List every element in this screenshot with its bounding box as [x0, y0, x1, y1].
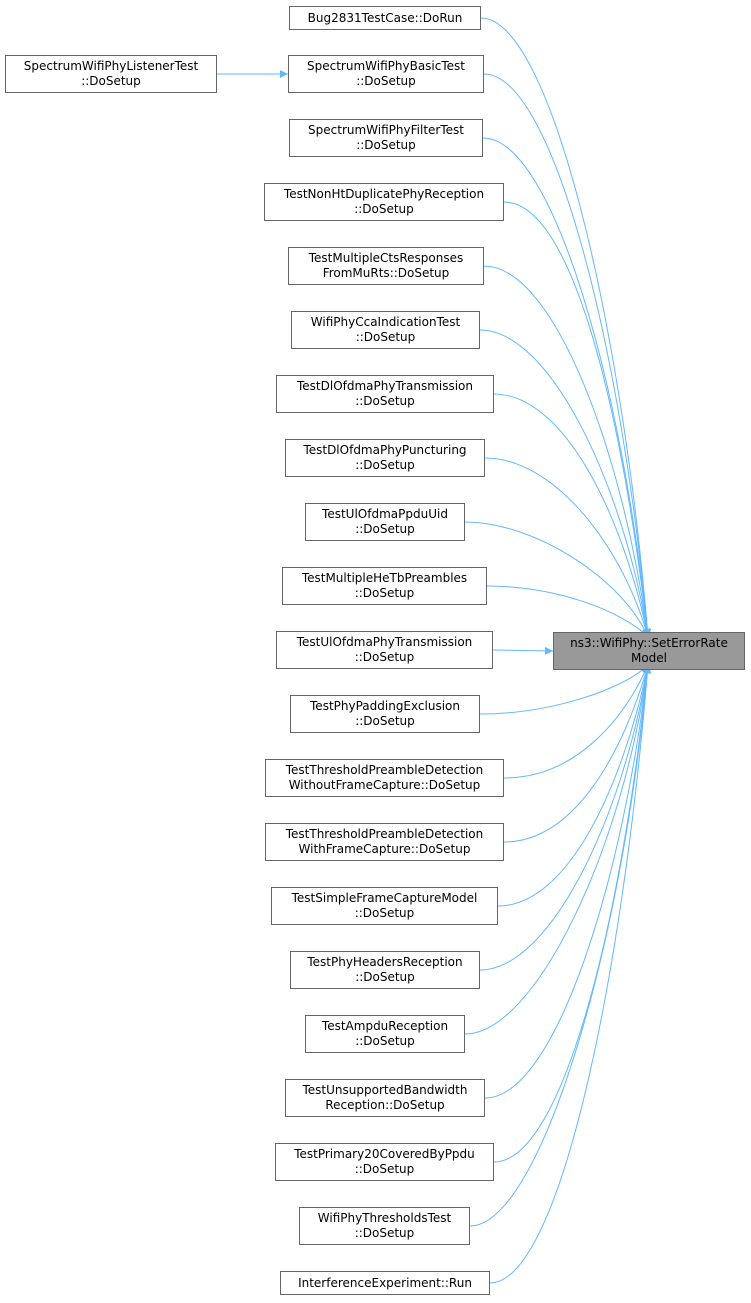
caller-node[interactable]: TestSimpleFrameCaptureModel::DoSetup: [271, 887, 498, 925]
node-label-line: ::DoSetup: [355, 394, 415, 408]
call-edge-n20-to-target: [489, 664, 652, 1284]
node-label-line: WifiPhyThresholdsTest: [317, 1211, 452, 1225]
caller-node[interactable]: InterferenceExperiment::Run: [280, 1271, 490, 1295]
call-edge-n8-to-target: [464, 521, 649, 638]
call-edge-n5-to-target: [479, 329, 651, 638]
node-label-line: ::DoSetup: [355, 1034, 415, 1048]
call-edge-n0-to-target: [480, 17, 652, 638]
caller-node[interactable]: SpectrumWifiPhyListenerTest::DoSetup: [5, 55, 217, 93]
node-label-line: TestSimpleFrameCaptureModel: [291, 891, 478, 905]
call-edge-n19-to-target: [469, 664, 652, 1227]
call-edge-n17-to-target: [484, 664, 652, 1099]
node-label-line: SpectrumWifiPhyFilterTest: [308, 123, 464, 137]
call-edge-n7-to-target: [484, 457, 650, 638]
node-label-line: TestPhyPaddingExclusion: [310, 699, 460, 713]
caller-node[interactable]: TestUlOfdmaPpduUid::DoSetup: [305, 503, 465, 541]
caller-node[interactable]: TestAmpduReception::DoSetup: [305, 1015, 465, 1053]
node-label-line: Reception::DoSetup: [325, 1098, 445, 1112]
call-edge-n6-to-target: [493, 393, 651, 638]
caller-node[interactable]: WifiPhyCcaIndicationTest::DoSetup: [291, 311, 480, 349]
node-label-line: TestUnsupportedBandwidth: [302, 1083, 468, 1097]
node-label-line: InterferenceExperiment::Run: [298, 1275, 472, 1290]
caller-node[interactable]: TestDlOfdmaPhyPuncturing::DoSetup: [285, 439, 485, 477]
node-label-line: WithFrameCapture::DoSetup: [298, 842, 471, 856]
node-label-line: ::DoSetup: [354, 1226, 415, 1240]
node-label-line: WithoutFrameCapture::DoSetup: [288, 778, 481, 792]
node-label-line: TestMultipleHeTbPreambles: [301, 571, 468, 585]
node-label-line: FromMuRts::DoSetup: [322, 266, 450, 280]
node-label-line: TestUlOfdmaPhyTransmission: [296, 635, 473, 649]
node-label-line: TestNonHtDuplicatePhyReception: [283, 187, 485, 201]
node-label-line: TestUlOfdmaPpduUid: [322, 507, 448, 521]
node-label-line: TestAmpduReception: [321, 1019, 449, 1033]
node-label-line: WifiPhyCcaIndicationTest: [310, 315, 461, 329]
caller-node[interactable]: TestUlOfdmaPhyTransmission::DoSetup: [276, 631, 493, 669]
node-label-line: ::DoSetup: [354, 1162, 415, 1176]
call-edge-n11-to-target: [479, 664, 649, 715]
node-label-line: ns3::WifiPhy::SetErrorRate: [570, 636, 728, 650]
node-label-line: ::DoSetup: [354, 202, 414, 216]
node-label-line: TestThresholdPreambleDetection: [285, 763, 484, 777]
node-label-line: ::DoSetup: [354, 586, 415, 600]
node-label-line: TestDlOfdmaPhyPuncturing: [303, 443, 467, 457]
caller-node[interactable]: TestPhyPaddingExclusion::DoSetup: [290, 695, 480, 733]
caller-node[interactable]: TestMultipleHeTbPreambles::DoSetup: [282, 567, 487, 605]
call-edge-n12-to-target: [503, 664, 649, 779]
caller-node[interactable]: TestPhyHeadersReception::DoSetup: [290, 951, 480, 989]
node-label-line: ::DoSetup: [355, 330, 416, 344]
node-label-line: ::DoSetup: [81, 74, 141, 88]
call-edge-n1-to-target: [483, 73, 652, 638]
node-label-line: ::DoSetup: [355, 458, 415, 472]
caller-node[interactable]: TestNonHtDuplicatePhyReception::DoSetup: [264, 183, 504, 221]
node-label-line: TestPrimary20CoveredByPpdu: [294, 1147, 475, 1161]
node-label-line: ::DoSetup: [356, 138, 416, 152]
call-edge-n10-to-target: [492, 646, 554, 655]
call-edge-n14-to-target: [497, 664, 651, 907]
node-label-line: ::DoSetup: [355, 714, 415, 728]
node-label-line: TestThresholdPreambleDetection: [285, 827, 484, 841]
call-edge-n9-to-target: [486, 585, 649, 638]
call-edge-n13-to-target: [503, 664, 650, 843]
call-edge-n3-to-target: [503, 201, 652, 638]
caller-node[interactable]: SpectrumWifiPhyBasicTest::DoSetup: [288, 55, 484, 93]
caller-node[interactable]: TestDlOfdmaPhyTransmission::DoSetup: [276, 375, 494, 413]
node-label-line: Model: [630, 651, 668, 665]
call-edge-n2-to-target: [482, 137, 652, 638]
node-label-line: ::DoSetup: [355, 522, 415, 536]
call-edge-n4-to-target: [483, 265, 651, 638]
node-label-line: TestDlOfdmaPhyTransmission: [297, 379, 473, 393]
node-label-line: SpectrumWifiPhyListenerTest: [23, 59, 199, 73]
call-edge-n15-to-target: [479, 664, 651, 971]
node-label-line: ::DoSetup: [355, 970, 415, 984]
call-edge-n16-to-target: [464, 664, 651, 1035]
node-label-line: TestPhyHeadersReception: [307, 955, 463, 969]
node-label-line: ::DoSetup: [356, 74, 416, 88]
caller-node[interactable]: SpectrumWifiPhyFilterTest::DoSetup: [289, 119, 483, 157]
node-label-line: Bug2831TestCase::DoRun: [307, 10, 463, 25]
caller-node[interactable]: TestPrimary20CoveredByPpdu::DoSetup: [275, 1143, 494, 1181]
node-label-line: TestMultipleCtsResponses: [308, 251, 464, 265]
caller-node[interactable]: Bug2831TestCase::DoRun: [289, 6, 481, 30]
node-label-line: ::DoSetup: [354, 650, 415, 664]
node-label-line: SpectrumWifiPhyBasicTest: [307, 59, 465, 73]
node-label-line: ::DoSetup: [354, 906, 415, 920]
call-edge-n18-to-target: [493, 664, 652, 1163]
caller-node[interactable]: WifiPhyThresholdsTest::DoSetup: [299, 1207, 470, 1245]
